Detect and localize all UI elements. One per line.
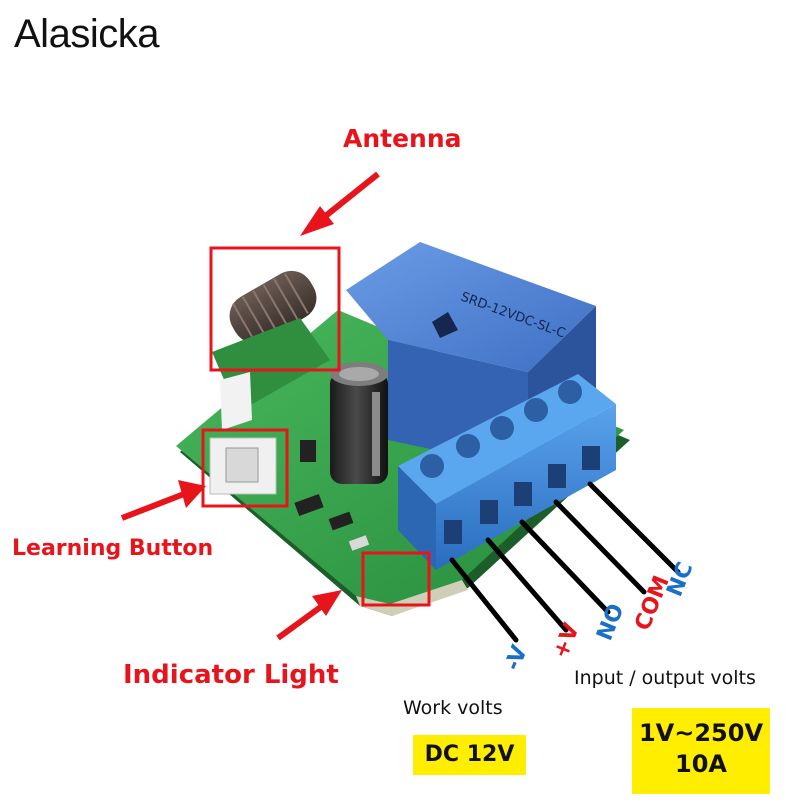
- indicator-arrowhead: [312, 590, 342, 616]
- antenna-arrowhead: [300, 206, 334, 236]
- wire-nc: [587, 481, 681, 575]
- learning-button-label: Learning Button: [12, 536, 214, 561]
- brand-logo: Alasicka: [14, 12, 159, 56]
- pin-labels: -V +V NO COM NC: [500, 559, 698, 674]
- learning-arrowhead: [178, 480, 206, 508]
- io-volts-value: 1V~250V 10A: [632, 708, 770, 794]
- antenna-highlight-box: [209, 246, 341, 372]
- wire-neg-v: [449, 557, 519, 643]
- terminal-block: [398, 374, 616, 570]
- callout-arrows: [120, 171, 380, 641]
- io-volts-value-line1: 1V~250V: [638, 719, 764, 747]
- learning-button-part: [209, 437, 277, 495]
- wire-no: [519, 519, 611, 615]
- indicator-light-highlight-box: [361, 551, 431, 607]
- highlight-boxes: [201, 246, 431, 607]
- wire-pos-v: [485, 537, 569, 633]
- pin-label-neg-v: -V: [500, 642, 532, 674]
- antenna-coil: [212, 270, 330, 430]
- work-volts-label: Work volts: [403, 697, 503, 719]
- learning-button-highlight-box: [201, 428, 289, 508]
- antenna-label: Antenna: [343, 124, 462, 153]
- pin-label-pos-v: +V: [548, 620, 584, 662]
- io-volts-label: Input / output volts: [574, 667, 756, 689]
- capacitor: [330, 362, 388, 484]
- wire-com: [553, 499, 647, 595]
- pin-label-no: NO: [592, 600, 629, 644]
- work-volts-value: DC 12V: [413, 735, 526, 775]
- io-volts-value-line2: 10A: [675, 750, 727, 778]
- indicator-light-label: Indicator Light: [123, 660, 339, 690]
- wires: [449, 481, 681, 643]
